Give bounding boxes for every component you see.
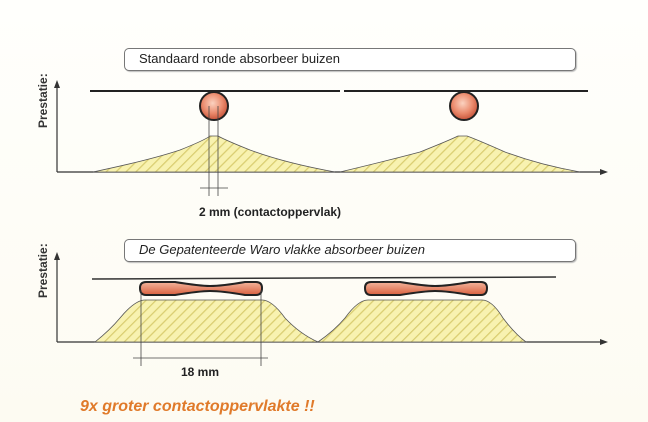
footer-slogan: 9x groter contactoppervlakte !! [80, 398, 315, 415]
bottom-y-axis-arrow [54, 252, 60, 260]
top-section-title: Standaard ronde absorbeer buizen [124, 48, 576, 71]
round-tube-2 [449, 91, 479, 121]
top-performance-curve-1 [92, 135, 336, 173]
bottom-section-title: De Gepatenteerde Waro vlakke absorbeer b… [124, 239, 576, 262]
bottom-x-axis-arrow [600, 339, 608, 345]
flat-tube-2 [363, 281, 489, 296]
top-dimension-label: 2 mm (contactoppervlak) [199, 205, 342, 219]
flat-tube-1 [138, 281, 264, 296]
top-y-axis-arrow [54, 80, 60, 88]
bottom-absorber-plate [91, 276, 557, 280]
top-x-axis-arrow [600, 169, 608, 175]
top-y-axis-label: Prestatie: [36, 73, 50, 128]
bottom-dimension-label: 18 mm [181, 365, 220, 379]
bottom-performance-curve-2 [316, 299, 528, 343]
bottom-performance-curve-1 [93, 299, 319, 343]
round-tube-1 [199, 91, 229, 121]
bottom-y-axis-label: Prestatie: [36, 243, 50, 298]
top-performance-curve-2 [339, 135, 581, 173]
